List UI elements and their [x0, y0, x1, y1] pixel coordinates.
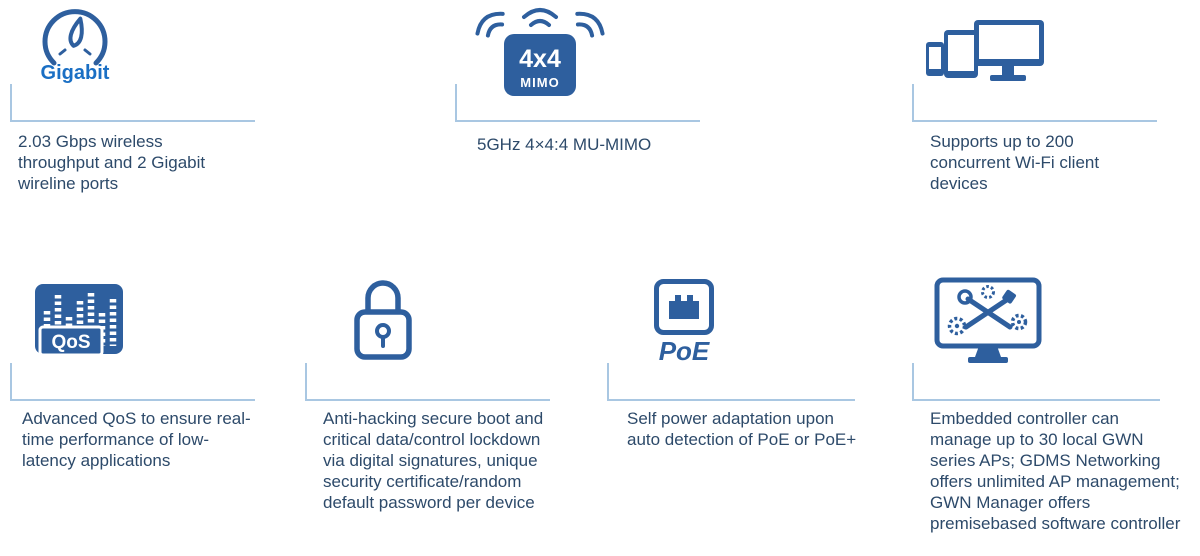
poe-label: PoE [658, 336, 710, 366]
feature-text: Advanced QoS to ensure real-time perform… [22, 409, 251, 470]
divider-line [607, 363, 855, 401]
feature-security: Anti-hacking secure boot and critical da… [305, 272, 550, 556]
lock-icon [349, 274, 417, 362]
gigabit-label: Gigabit [40, 62, 110, 84]
feature-text: 5GHz 4×4:4 MU-MIMO [477, 135, 652, 154]
feature-gigabit-throughput: Gigabit 2.03 Gbps wireless throughput an… [10, 0, 255, 240]
divider-line [455, 84, 700, 122]
divider-line [912, 363, 1160, 401]
feature-text: Embedded controller can manage up to 30 … [930, 409, 1181, 533]
client-devices-icon [926, 16, 1054, 88]
feature-text: Anti-hacking secure boot and critical da… [323, 409, 544, 512]
feature-text: Supports up to 200 concurrent Wi-Fi clie… [930, 132, 1100, 193]
feature-mu-mimo: 4x4 MIMO 5GHz 4×4:4 MU-MIMO [455, 0, 700, 200]
qos-label: QoS [51, 332, 90, 353]
feature-advanced-qos: QoS Advanced QoS to ensure real-time per… [10, 272, 255, 556]
divider-line [10, 363, 255, 401]
poe-icon [654, 279, 714, 335]
feature-text: 2.03 Gbps wireless throughput and 2 Giga… [18, 132, 206, 193]
embedded-controller-icon [932, 277, 1044, 369]
feature-text: Self power adaptation upon auto detectio… [627, 409, 857, 449]
divider-line [912, 84, 1157, 122]
divider-line [305, 363, 550, 401]
feature-embedded-controller: Embedded controller can manage up to 30 … [912, 272, 1187, 556]
speedometer-icon [32, 6, 118, 68]
divider-line [10, 84, 255, 122]
feature-client-capacity: Supports up to 200 concurrent Wi-Fi clie… [912, 0, 1160, 240]
feature-poe-power: PoE Self power adaptation upon auto dete… [607, 272, 856, 556]
mimo-badge-line2: MIMO [520, 75, 559, 90]
qos-icon: QoS [34, 283, 126, 361]
mimo-icon: 4x4 MIMO [465, 0, 615, 100]
mimo-badge-line1: 4x4 [519, 45, 561, 73]
